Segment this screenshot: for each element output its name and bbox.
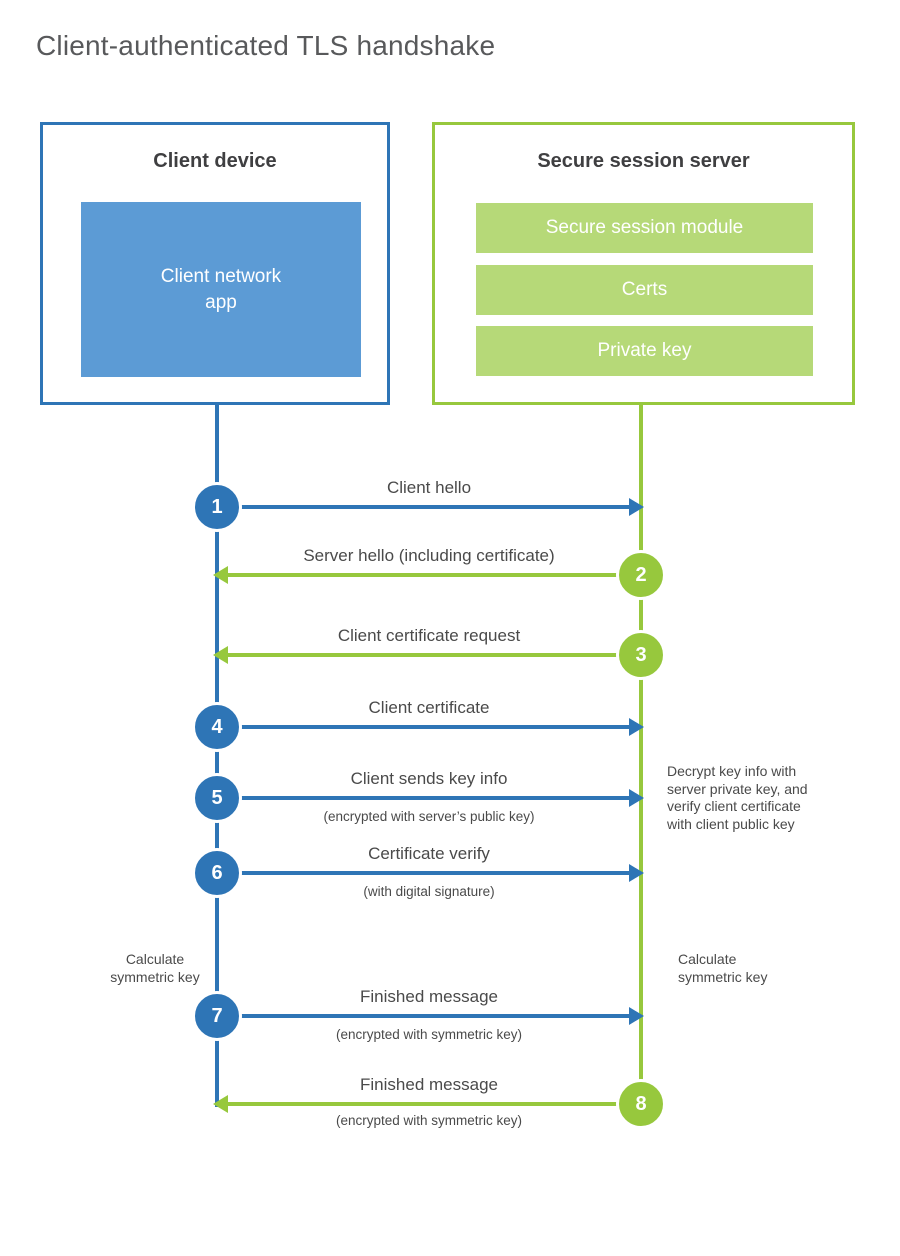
- message-label: Client hello: [386, 478, 472, 497]
- step-number-badge: 7: [192, 991, 242, 1041]
- message-arrow: [217, 871, 629, 875]
- step-number-badge: 1: [192, 482, 242, 532]
- message-label: Certificate verify: [368, 844, 490, 863]
- message-label: Finished message: [360, 987, 498, 1006]
- arrow-head-right-icon: [629, 1007, 644, 1025]
- message-label: Server hello (including certificate): [303, 546, 555, 565]
- arrow-head-right-icon: [629, 789, 644, 807]
- message-arrow: [227, 1102, 641, 1106]
- message-arrow: [217, 796, 629, 800]
- calculate-symmetric-key-right: Calculate symmetric key: [678, 951, 768, 985]
- message-arrow: [217, 725, 629, 729]
- message-sublabel: (encrypted with symmetric key): [335, 1113, 523, 1128]
- page-title: Client-authenticated TLS handshake: [36, 30, 496, 61]
- message-arrow: [227, 653, 641, 657]
- server-module-private-key: Private key: [476, 326, 813, 376]
- message-arrow: [227, 573, 641, 577]
- message-arrow: [217, 1014, 629, 1018]
- calculate-symmetric-key-left: Calculate symmetric key: [110, 951, 200, 985]
- message-sublabel: (with digital signature): [363, 884, 495, 899]
- arrow-head-left-icon: [213, 646, 228, 664]
- client-device-title: Client device: [153, 150, 277, 172]
- step-number-badge: 5: [192, 773, 242, 823]
- arrow-head-left-icon: [213, 1095, 228, 1113]
- server-lifeline: [639, 404, 643, 1104]
- arrow-head-right-icon: [629, 718, 644, 736]
- step-number-badge: 3: [616, 630, 666, 680]
- message-label: Client certificate: [368, 698, 490, 717]
- message-label: Client certificate request: [337, 626, 521, 645]
- step-number-badge: 4: [192, 702, 242, 752]
- message-arrow: [217, 505, 629, 509]
- server-module-secure-session-module: Secure session module: [476, 203, 813, 253]
- arrow-head-right-icon: [629, 498, 644, 516]
- step-number-badge: 8: [616, 1079, 666, 1129]
- decrypt-key-note: Decrypt key info with server private key…: [667, 763, 808, 832]
- arrow-head-left-icon: [213, 566, 228, 584]
- client-device-box: Client device Client network app: [40, 122, 390, 405]
- step-number-badge: 2: [616, 550, 666, 600]
- secure-session-server-title: Secure session server: [537, 150, 750, 172]
- step-number-badge: 6: [192, 848, 242, 898]
- arrow-head-right-icon: [629, 864, 644, 882]
- server-module-certs: Certs: [476, 265, 813, 315]
- secure-session-server-box: Secure session server Secure session mod…: [432, 122, 855, 405]
- message-sublabel: (encrypted with symmetric key): [335, 1027, 523, 1042]
- client-lifeline: [215, 404, 219, 1107]
- message-sublabel: (encrypted with server’s public key): [323, 809, 535, 824]
- message-label: Client sends key info: [350, 769, 508, 788]
- message-label: Finished message: [360, 1075, 498, 1094]
- client-network-app-box: Client network app: [81, 202, 361, 377]
